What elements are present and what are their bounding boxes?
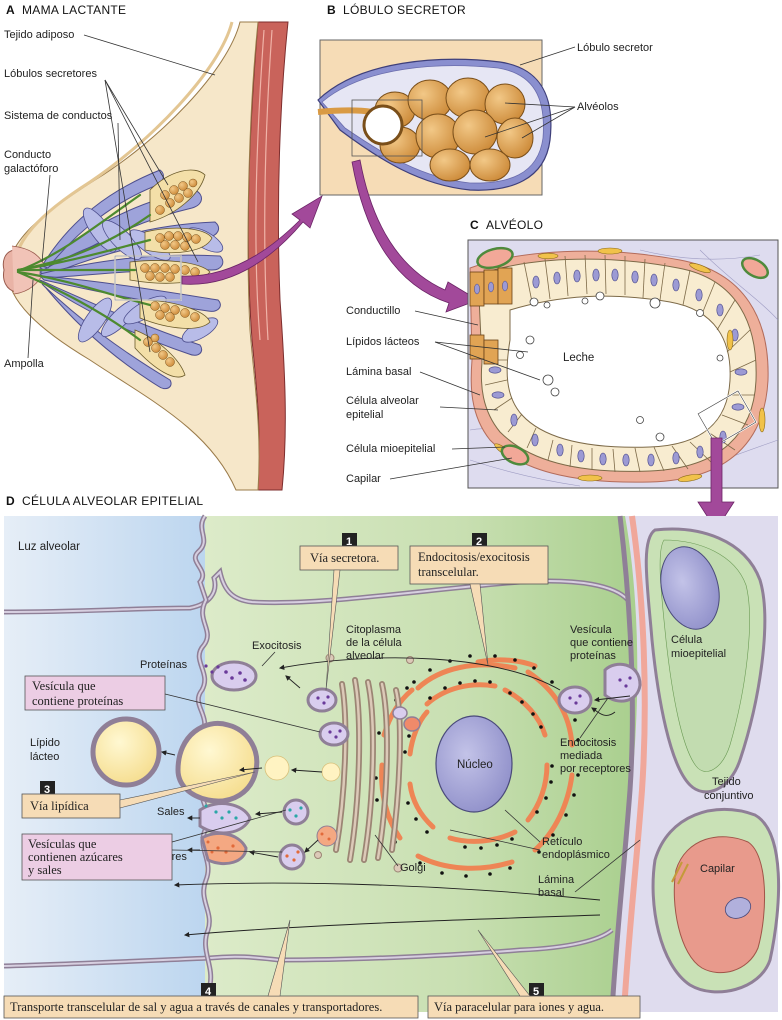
label-cytoplasm-3: alveolar [346,650,385,662]
panel-a-letter: A [6,3,15,17]
pathway-1-text: Vía secretora. [310,551,379,565]
panel-c: C ALVÉOLO [346,217,779,531]
alveolus-lumen [506,295,731,448]
panel-b-title: LÓBULO SECRETOR [343,2,466,17]
pathway-3-callout: 3 Vía lipídica [21,771,256,819]
label-myoepithelial-d-1: Célula [671,634,703,646]
label-myoepithelial-c: Célula mioepitelial [346,443,435,455]
label-secretory-lobule: Lóbulo secretor [577,42,653,54]
pathway-arrows [160,657,631,938]
label-alveolar-cell-1: Célula alveolar [346,395,419,407]
svg-text:2: 2 [476,536,482,548]
label-endocytosis-2: mediada [560,750,603,762]
label-proteins: Proteínas [140,659,188,671]
label-myoepithelial-d-2: mioepitelial [671,648,726,660]
svg-text:Vesícula que: Vesícula que [32,679,96,693]
pathway-3-text: Vía lipídica [30,799,89,813]
panel-d-title: CÉLULA ALVEOLAR EPITELIAL [22,493,203,508]
label-endocytosis-1: Endocitosis [560,737,617,749]
label-ampulla: Ampolla [4,358,45,370]
label-er-1: Retículo [542,836,582,848]
label-golgi: Golgi [400,862,426,874]
pathway-2-text-1: Endocitosis/exocitosis [418,550,530,564]
label-vesicle-2: que contiene [570,637,633,649]
panel-d-letter: D [6,494,15,508]
panel-b-letter: B [327,3,336,17]
pathway-4-callout: 4 Transporte transcelular de sal y agua … [3,919,419,1019]
svg-text:contienen azúcares: contienen azúcares [28,850,123,864]
label-galactophore-2: galactóforo [4,163,58,175]
label-milk-lipid-2: lácteo [30,751,59,763]
arrow-a-to-b [181,195,323,285]
cut-alveolus [362,104,404,146]
label-basal-lamina-c: Lámina basal [346,366,411,378]
pathway-2-text-2: transcelular. [418,565,479,579]
panel-c-title: ALVÉOLO [486,217,543,232]
pathway-2-callout: 2 Endocitosis/exocitosis transcelular. [409,533,549,666]
panel-d: D CÉLULA ALVEOLAR EPITELIAL [3,493,781,1019]
label-nucleus: Núcleo [457,759,493,771]
label-capillary-d: Capilar [700,863,735,875]
label-alveolar-lumen: Luz alveolar [18,541,80,553]
label-exocytosis: Exocitosis [252,640,302,652]
label-adipose-tissue: Tejido adiposo [4,29,74,41]
protein-vesicles [204,660,642,747]
svg-text:Vesículas que: Vesículas que [28,837,97,851]
label-salts: Sales [157,806,185,818]
capillaries-c [476,246,770,466]
label-basal-lamina-d-2: basal [538,887,564,899]
label-connective-2: conjuntivo [704,790,754,802]
panel-a-title: MAMA LACTANTE [22,3,126,17]
alveoli-cluster [374,77,534,182]
myoepithelial-nucleus [660,546,720,630]
secretory-lobules [129,169,213,378]
svg-text:1: 1 [346,536,352,548]
epithelial-cell-cytoplasm [205,516,638,1012]
label-galactophore-1: Conducto [4,149,51,161]
svg-text:5: 5 [533,986,539,998]
label-milk: Leche [563,352,594,364]
panel-b: B LÓBULO SECRETOR Lóbulo secretor Alvéol… [317,2,653,313]
label-duct-system: Sistema de conductos [4,110,113,122]
sugar-salt-vesicles [198,798,338,871]
cell-nuclei [488,268,748,467]
label-vesicle-1: Vesícula [570,624,612,636]
pathway-4-text: Transporte transcelular de sal y agua a … [10,1000,382,1014]
label-cytoplasm-1: Citoplasma [346,624,402,636]
svg-text:contiene proteínas: contiene proteínas [32,694,123,708]
label-cytoplasm-2: de la célula [346,637,403,649]
label-vesicle-3: proteínas [570,650,616,662]
arrow-b-to-c [351,159,479,313]
lipid-droplets [90,716,341,804]
svg-text:4: 4 [205,986,212,998]
svg-text:3: 3 [44,784,50,796]
basal-lamina [621,515,648,1013]
label-endocytosis-3: por receptores [560,763,631,775]
label-er-2: endoplásmico [542,849,610,861]
label-alveoli: Alvéolos [577,101,619,113]
cell-nucleus [435,715,513,813]
label-secretory-lobules: Lóbulos secretores [4,68,97,80]
label-milk-lipids: Lípidos lácteos [346,336,420,348]
label-alveolar-cell-2: epitelial [346,409,383,421]
basolateral-membrane [609,515,635,1013]
milk-lipid-droplets [516,291,724,442]
pathway-5-text: Vía paracelular para iones y agua. [434,1000,604,1014]
label-capillary-c: Capilar [346,473,381,485]
pathway-5-callout: 5 Vía paracelular para iones y agua. [427,929,641,1019]
svg-text:y sales: y sales [28,863,62,877]
panel-a: A MAMA LACTANTE [2,3,323,491]
label-connective-1: Tejido [712,776,741,788]
box-sugar-vesicles: Vesículas que contienen azúcares y sales [21,809,287,881]
panel-c-letter: C [470,218,479,232]
label-milk-lipid-1: Lípido [30,737,60,749]
pathway-1-callout: 1 Vía secretora. [299,533,399,691]
label-basal-lamina-d-1: Lámina [538,874,575,886]
label-ductule: Conductillo [346,305,400,317]
box-protein-vesicle: Vesícula que contiene proteínas [24,675,321,733]
